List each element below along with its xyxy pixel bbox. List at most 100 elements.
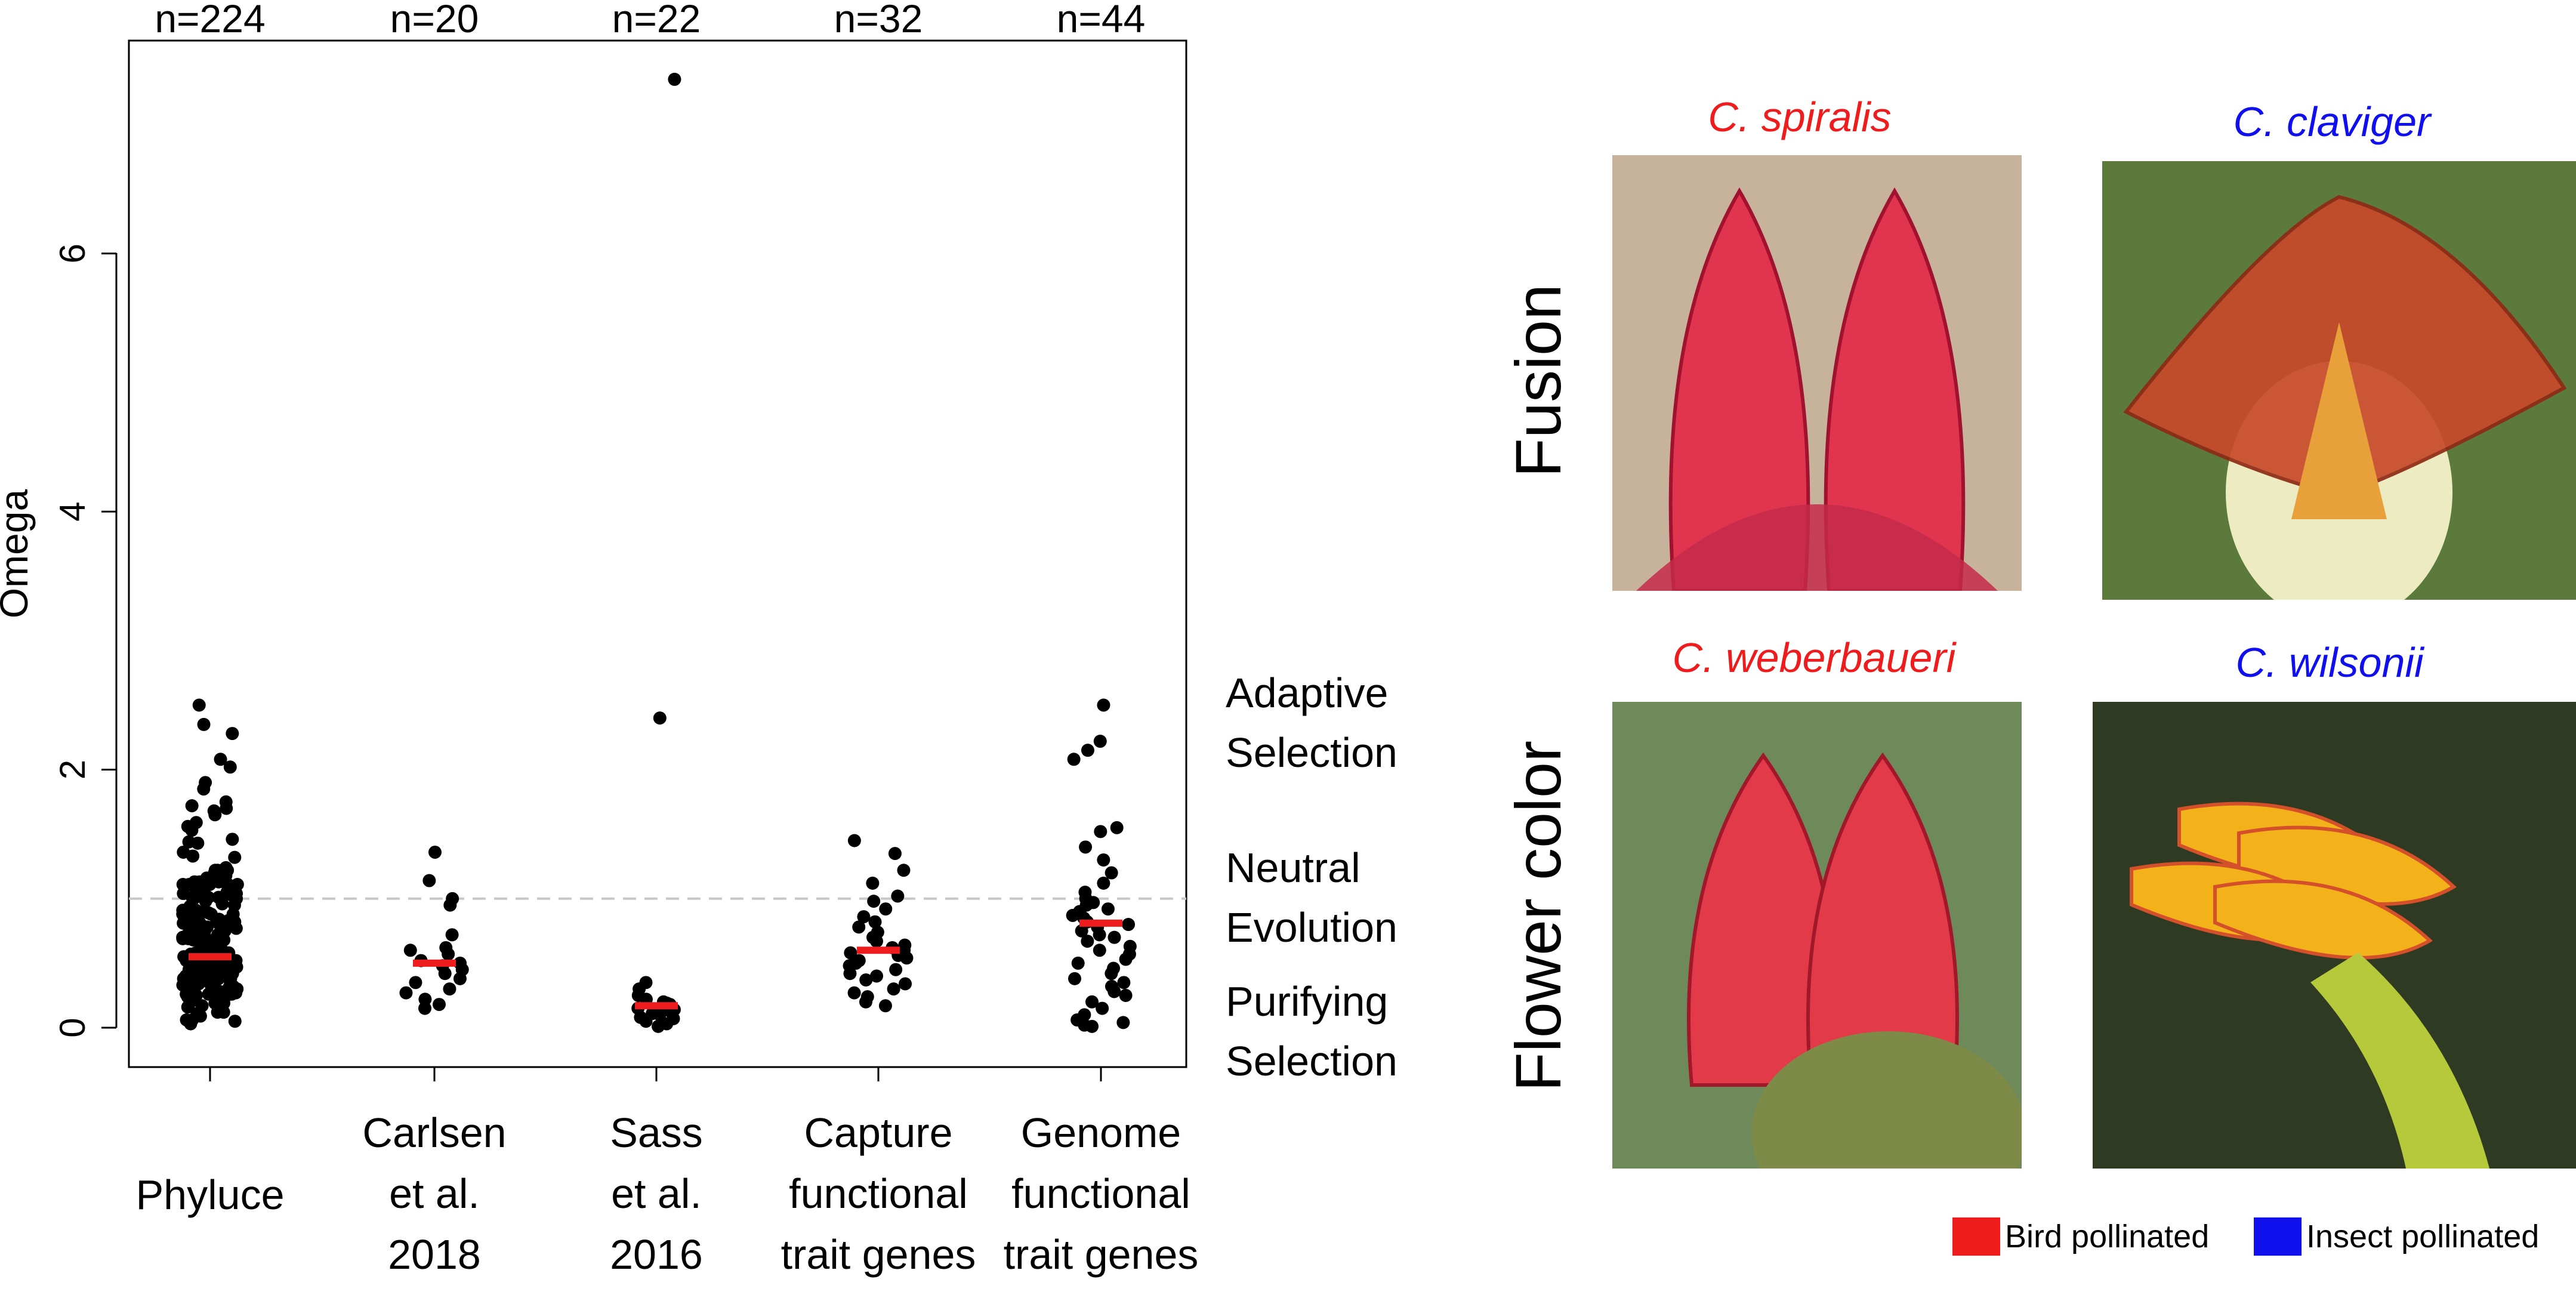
data-point (897, 864, 911, 877)
petal-shape (1824, 187, 1966, 591)
data-point (859, 973, 873, 987)
data-point (229, 954, 243, 967)
data-point (878, 999, 892, 1013)
y-tick-label: 4 (53, 502, 92, 522)
legend-label: Bird pollinated (2005, 1219, 2209, 1254)
data-point (228, 850, 242, 864)
data-point (218, 915, 232, 929)
data-point (220, 885, 234, 899)
data-point (438, 967, 452, 981)
data-point (228, 1015, 242, 1028)
bract-shape (1636, 504, 1998, 591)
data-point (422, 874, 436, 887)
data-point (1105, 866, 1118, 880)
data-point (1081, 744, 1094, 757)
flower-illustration (1687, 752, 2022, 1169)
data-point (1071, 956, 1085, 970)
data-point (652, 1019, 665, 1033)
species-name: C. weberbaueri (1673, 634, 1957, 681)
petal-shape (1668, 187, 1810, 591)
data-point (1119, 988, 1133, 1002)
flower-photo: C. spiralis (1612, 94, 2022, 591)
data-point (184, 1017, 198, 1031)
data-point (1097, 853, 1110, 867)
flower-photo: C. weberbaueri (1612, 634, 2022, 1169)
data-point (199, 935, 213, 948)
data-point (184, 932, 198, 945)
sample-size-label: n=224 (155, 0, 265, 41)
data-point (226, 727, 239, 741)
data-point (859, 995, 872, 1009)
data-point (418, 1001, 432, 1015)
petal-shape (2123, 195, 2567, 498)
data-point (870, 969, 884, 983)
x-category-label: Carlsen (362, 1109, 506, 1156)
data-point (1085, 995, 1099, 1009)
data-point (847, 986, 861, 1000)
x-category-label: trait genes (1004, 1231, 1199, 1278)
data-point (843, 967, 857, 981)
data-point (1107, 930, 1121, 944)
data-point (1097, 698, 1110, 712)
species-name: C. claviger (2233, 98, 2432, 145)
data-point (185, 824, 199, 837)
sample-size-label: n=32 (834, 0, 923, 41)
data-point (888, 847, 902, 861)
flower-illustration (1636, 187, 1998, 591)
stem-shape (2310, 952, 2489, 1169)
data-point (852, 920, 866, 934)
data-point (653, 711, 667, 725)
data-point (891, 889, 905, 903)
data-point (866, 876, 880, 890)
petal-shape (2213, 879, 2433, 960)
y-axis-label: Omega (0, 489, 36, 618)
data-point (1105, 967, 1118, 981)
data-point (190, 1007, 204, 1021)
legend-swatch (1952, 1217, 2000, 1256)
flower-illustration (2130, 801, 2489, 1169)
data-point (409, 976, 422, 989)
data-point (403, 944, 417, 957)
selection-label: Adaptive (1226, 670, 1388, 716)
data-point (1101, 902, 1115, 916)
plot-frame (128, 39, 1187, 1068)
data-point (208, 808, 222, 822)
data-point (1066, 908, 1079, 922)
data-point (188, 969, 202, 983)
sample-size-label: n=22 (612, 0, 701, 41)
data-point (197, 717, 211, 731)
data-point (1093, 928, 1106, 942)
species-name: C. wilsonii (2235, 639, 2425, 686)
data-point (203, 986, 217, 1000)
x-category-label: functional (1011, 1170, 1190, 1217)
data-point (1119, 952, 1133, 966)
data-point (1067, 753, 1081, 766)
data-point (229, 921, 243, 935)
data-point (453, 972, 467, 985)
data-point (399, 986, 413, 1000)
data-point (847, 834, 861, 847)
lip-shape (2291, 322, 2387, 519)
data-point (900, 951, 914, 965)
selection-label: Neutral (1226, 844, 1361, 891)
data-point (221, 864, 235, 877)
sample-size-label: n=44 (1057, 0, 1146, 41)
data-point (212, 875, 226, 889)
data-point (223, 760, 237, 774)
data-point (887, 982, 900, 996)
x-category-label: et al. (611, 1170, 702, 1217)
data-point (879, 902, 893, 916)
data-point (1068, 972, 1081, 985)
data-point (198, 921, 212, 935)
data-point (868, 915, 882, 929)
species-name: C. spiralis (1708, 94, 1891, 140)
data-point (443, 898, 457, 912)
data-point (442, 947, 455, 961)
data-point (230, 878, 244, 892)
data-point (867, 895, 881, 908)
y-tick-label: 0 (53, 1018, 92, 1037)
